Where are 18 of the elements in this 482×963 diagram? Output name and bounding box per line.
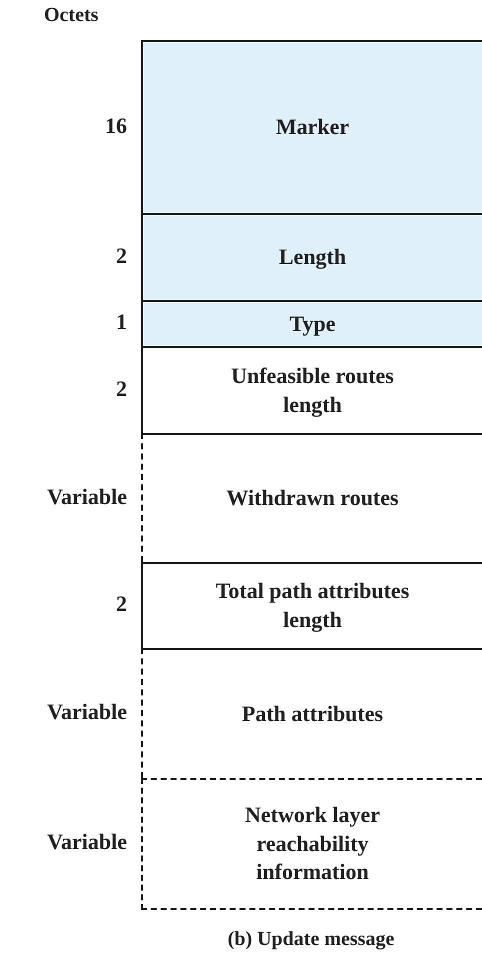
octet-count: 2	[116, 376, 127, 402]
field-box: Withdrawn routes	[141, 433, 482, 562]
field-box: Type	[141, 300, 482, 346]
field-box: Path attributes	[141, 648, 482, 778]
field-box: Unfeasible routes length	[141, 346, 482, 433]
octet-count: 2	[116, 242, 127, 268]
column-header: Octets	[44, 4, 98, 27]
octet-count: Variable	[47, 829, 127, 855]
octet-count: 1	[116, 309, 127, 335]
octet-count: 2	[116, 591, 127, 617]
field-box: Marker	[141, 40, 482, 213]
octet-count: Variable	[47, 699, 127, 725]
field-box: Length	[141, 213, 482, 300]
field-box: Network layer reachability information	[141, 778, 482, 910]
octet-count: Variable	[47, 484, 127, 510]
caption: (b) Update message	[226, 928, 396, 951]
field-box: Total path attributes length	[141, 562, 482, 648]
octet-count: 16	[105, 112, 127, 138]
